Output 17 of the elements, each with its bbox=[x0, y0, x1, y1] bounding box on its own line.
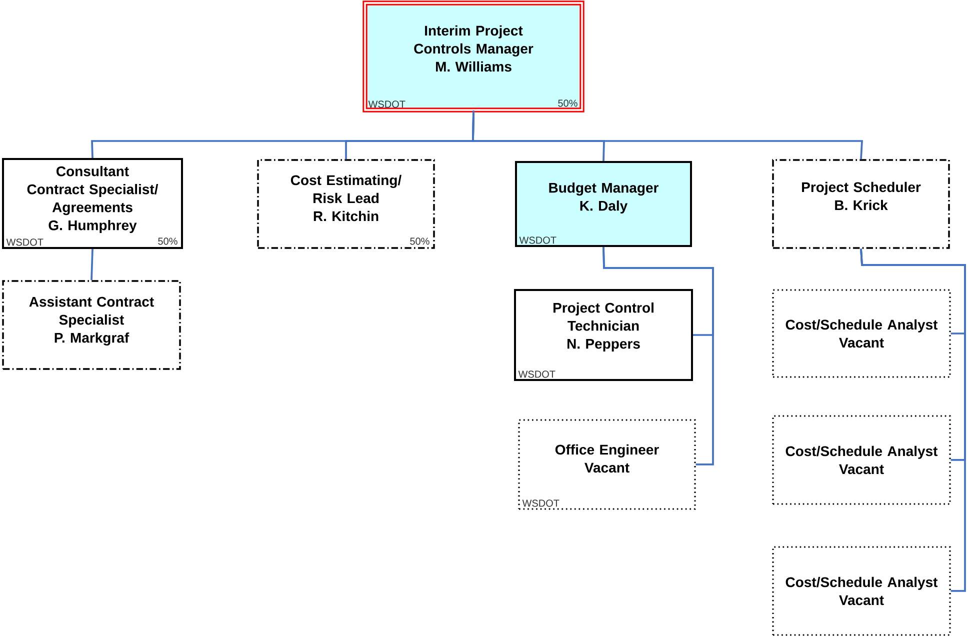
position-box: Cost/Schedule Analyst Vacant bbox=[772, 546, 951, 636]
connector-line bbox=[90, 248, 94, 280]
connector-line bbox=[602, 246, 714, 466]
position-box: Project Scheduler B. Krick bbox=[772, 159, 950, 249]
percent-label: 50% bbox=[158, 238, 178, 245]
percent-label: 50% bbox=[410, 238, 430, 245]
percent-label: 50% bbox=[558, 100, 578, 107]
connector-line bbox=[860, 248, 966, 592]
position-box: Assistant Contract Specialist P. Markgraf bbox=[2, 280, 181, 370]
agency-label: WSDOT bbox=[522, 500, 560, 507]
agency-label: WSDOT bbox=[519, 236, 556, 244]
position-box: Cost/Schedule Analyst Vacant bbox=[772, 415, 951, 505]
agency-label: WSDOT bbox=[518, 370, 556, 378]
agency-label: WSDOT bbox=[368, 100, 406, 108]
connector-line bbox=[472, 110, 863, 160]
position-box: Cost/Schedule Analyst Vacant bbox=[772, 289, 951, 378]
agency-label: WSDOT bbox=[6, 238, 44, 246]
